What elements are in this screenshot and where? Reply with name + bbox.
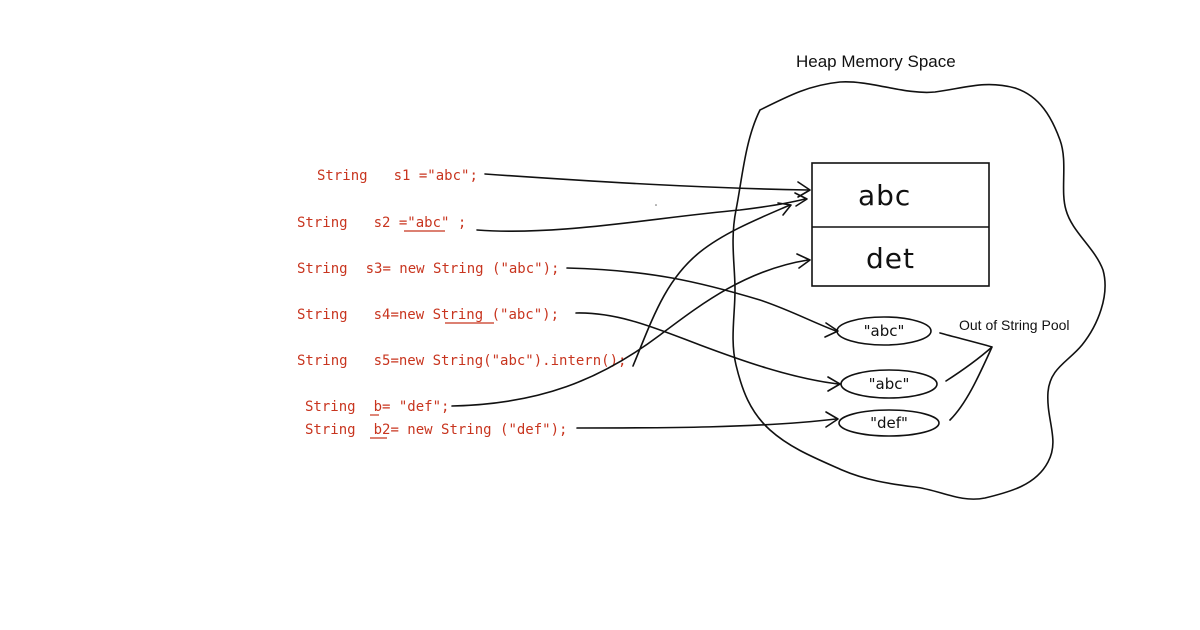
out-of-pool-bracket bbox=[939, 332, 993, 421]
code-rest: ="abc"; bbox=[410, 168, 477, 184]
code-line-s1: String s1 ="abc"; bbox=[317, 168, 478, 184]
code-var: s1 bbox=[394, 168, 411, 184]
code-line-s4: String s4=new String ("abc"); bbox=[297, 307, 559, 324]
code-rest: = new String ("def"); bbox=[390, 422, 567, 438]
reference-arrows bbox=[451, 173, 841, 429]
heap-object-3: "def" bbox=[838, 409, 940, 437]
heap-object-2-label: "abc" bbox=[869, 375, 910, 393]
arrow-b-to-def bbox=[451, 259, 809, 407]
code-line-b2: String b2= new String ("def"); bbox=[305, 422, 567, 439]
code-keyword: String bbox=[297, 353, 348, 369]
code-var: s5 bbox=[374, 353, 391, 369]
code-var: b2 bbox=[374, 422, 391, 438]
code-var: b bbox=[374, 399, 382, 415]
pool-entry-def: det bbox=[866, 242, 915, 275]
arrow-s1-to-abc bbox=[484, 173, 809, 191]
code-keyword: String bbox=[297, 307, 348, 323]
stray-mark bbox=[655, 204, 657, 206]
code-keyword: String bbox=[305, 399, 356, 415]
code-rest: = "def"; bbox=[382, 399, 449, 415]
out-of-pool-note: Out of String Pool bbox=[959, 317, 1070, 333]
arrow-s3-to-heap bbox=[566, 267, 837, 332]
arrow-s5-to-abc bbox=[632, 204, 791, 367]
heap-object-1-label: "abc" bbox=[864, 322, 905, 340]
pool-entry-abc: abc bbox=[858, 179, 911, 212]
heap-memory-outline bbox=[732, 81, 1106, 500]
arrow-s4-to-heap bbox=[575, 312, 839, 385]
code-keyword: String bbox=[297, 215, 348, 231]
code-var: s2 bbox=[374, 215, 391, 231]
heap-object-3-label: "def" bbox=[870, 414, 908, 432]
heap-object-2: "abc" bbox=[840, 369, 938, 399]
code-keyword: String bbox=[297, 261, 348, 277]
code-rest: = new String ("abc"); bbox=[382, 261, 559, 277]
code-line-s3: String s3= new String ("abc"); bbox=[297, 261, 559, 277]
code-rest: =new String ("abc"); bbox=[390, 307, 559, 323]
code-rest: =new String("abc").intern(); bbox=[390, 353, 626, 369]
code-var: s4 bbox=[374, 307, 391, 323]
code-keyword: String bbox=[305, 422, 356, 438]
arrow-s2-to-abc bbox=[476, 198, 806, 232]
code-rest: ="abc" ; bbox=[390, 215, 466, 231]
string-pool-box bbox=[811, 162, 990, 287]
code-line-s2: String s2 ="abc" ; bbox=[297, 215, 466, 232]
code-line-s5: String s5=new String("abc").intern(); bbox=[297, 353, 626, 369]
code-line-b: String b= "def"; bbox=[305, 399, 449, 416]
arrow-b2-to-heap bbox=[576, 418, 837, 429]
heap-object-1: "abc" bbox=[836, 316, 932, 346]
code-var: s3 bbox=[366, 261, 383, 277]
heap-memory-label: Heap Memory Space bbox=[796, 52, 956, 71]
code-keyword: String bbox=[317, 168, 368, 184]
